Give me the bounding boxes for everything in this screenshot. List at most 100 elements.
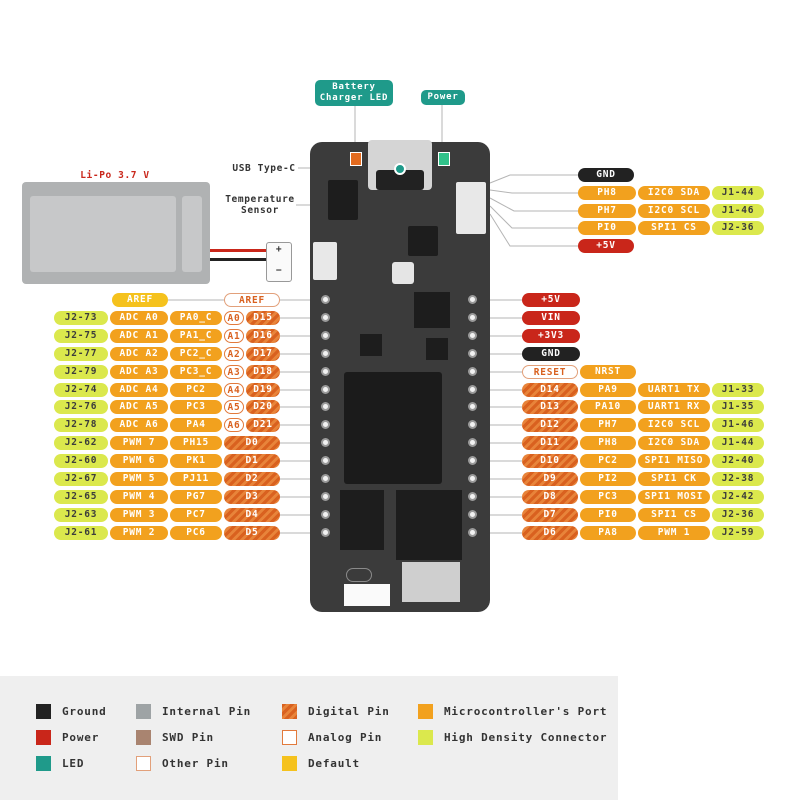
high-density-label: J2-65	[54, 490, 108, 504]
high-density-label: J2-60	[54, 454, 108, 468]
header-pin[interactable]	[468, 528, 477, 537]
port-label: PA10	[580, 400, 636, 414]
function-label: ADC A5	[110, 400, 168, 414]
digital-pin-label: D5	[224, 526, 280, 540]
legend-swatch	[36, 704, 51, 719]
digital-pin-label: D8	[522, 490, 578, 504]
high-density-label: J2-38	[712, 472, 764, 486]
header-pin[interactable]	[321, 331, 330, 340]
function-label: PWM 7	[110, 436, 168, 450]
battery-header	[313, 242, 337, 280]
analog-pin-label: A1	[224, 329, 244, 343]
legend-label: LED	[62, 757, 85, 770]
digital-pin-label: D15	[246, 311, 280, 325]
port-label: PA1_C	[170, 329, 222, 343]
header-pin[interactable]	[321, 402, 330, 411]
port-label: PH8	[580, 436, 636, 450]
port-label: PC3	[170, 400, 222, 414]
header-pin[interactable]	[468, 492, 477, 501]
header-pin[interactable]	[321, 510, 330, 519]
header-pin[interactable]	[321, 385, 330, 394]
header-pin[interactable]	[321, 456, 330, 465]
port-label: PC2	[170, 383, 222, 397]
legend-swatch	[136, 756, 151, 771]
header-pin[interactable]	[468, 474, 477, 483]
chip	[414, 292, 450, 328]
header-pin[interactable]	[468, 438, 477, 447]
high-density-label: J2-79	[54, 365, 108, 379]
analog-pin-label: A0	[224, 311, 244, 325]
power-led-label: Power	[421, 90, 465, 105]
header-pin[interactable]	[468, 420, 477, 429]
high-density-label: J2-63	[54, 508, 108, 522]
port-label: PC3_C	[170, 365, 222, 379]
high-density-label: J2-78	[54, 418, 108, 432]
legend-label: High Density Connector	[444, 731, 608, 744]
high-density-label: J1-33	[712, 383, 764, 397]
header-pin[interactable]	[468, 456, 477, 465]
digital-pin-label: D20	[246, 400, 280, 414]
digital-pin-label: D11	[522, 436, 578, 450]
charger-led	[350, 152, 362, 166]
usb-connector-cutout	[376, 170, 424, 190]
function-label: SPI1 CK	[638, 472, 710, 486]
high-density-connector	[456, 182, 486, 234]
port-label: PA4	[170, 418, 222, 432]
analog-pin-label: A2	[224, 347, 244, 361]
legend-label: Power	[62, 731, 100, 744]
header-pin[interactable]	[321, 420, 330, 429]
digital-pin-label: D3	[224, 490, 280, 504]
header-pin[interactable]	[321, 474, 330, 483]
analog-pin-label: A4	[224, 383, 244, 397]
function-label: SPI1 MOSI	[638, 490, 710, 504]
aref-default-label: AREF	[112, 293, 168, 307]
chip	[396, 490, 462, 560]
gnd-pin-label: GND	[522, 347, 580, 361]
port-label: PC6	[170, 526, 222, 540]
battery-wire-red	[210, 249, 268, 252]
header-pin[interactable]	[468, 295, 477, 304]
header-pin[interactable]	[468, 510, 477, 519]
function-label: PWM 2	[110, 526, 168, 540]
legend-label: Other Pin	[162, 757, 229, 770]
high-density-label: J2-42	[712, 490, 764, 504]
header-pin[interactable]	[321, 313, 330, 322]
port-label: PI0	[578, 221, 636, 235]
header-pin[interactable]	[468, 331, 477, 340]
header-pin[interactable]	[321, 438, 330, 447]
high-density-label: J1-44	[712, 436, 764, 450]
high-density-label: J1-46	[712, 418, 764, 432]
digital-pin-label: D16	[246, 329, 280, 343]
high-density-label: J2-62	[54, 436, 108, 450]
digital-pin-label: D14	[522, 383, 578, 397]
header-pin[interactable]	[468, 402, 477, 411]
legend-label: Microcontroller's Port	[444, 705, 608, 718]
header-pin[interactable]	[468, 313, 477, 322]
digital-pin-label: D10	[522, 454, 578, 468]
digital-pin-label: D1	[224, 454, 280, 468]
header-pin[interactable]	[468, 349, 477, 358]
analog-pin-label: A3	[224, 365, 244, 379]
digital-pin-label: D2	[224, 472, 280, 486]
reset-button[interactable]	[392, 262, 414, 284]
function-label: PWM 5	[110, 472, 168, 486]
header-pin[interactable]	[321, 528, 330, 537]
high-density-label: J2-61	[54, 526, 108, 540]
legend-label: Ground	[62, 705, 107, 718]
port-label: PH7	[580, 418, 636, 432]
header-pin[interactable]	[321, 492, 330, 501]
function-label: ADC A4	[110, 383, 168, 397]
header-pin[interactable]	[321, 367, 330, 376]
function-label: UART1 RX	[638, 400, 710, 414]
function-label: I2C0 SCL	[638, 204, 710, 218]
header-pin[interactable]	[321, 349, 330, 358]
header-pin[interactable]	[321, 295, 330, 304]
legend-swatch	[36, 730, 51, 745]
lipo-battery	[22, 182, 210, 284]
port-label: PH8	[578, 186, 636, 200]
digital-pin-label: D9	[522, 472, 578, 486]
power-pin-label: +3V3	[522, 329, 580, 343]
header-pin[interactable]	[468, 367, 477, 376]
header-pin[interactable]	[468, 385, 477, 394]
function-label: I2C0 SDA	[638, 436, 710, 450]
